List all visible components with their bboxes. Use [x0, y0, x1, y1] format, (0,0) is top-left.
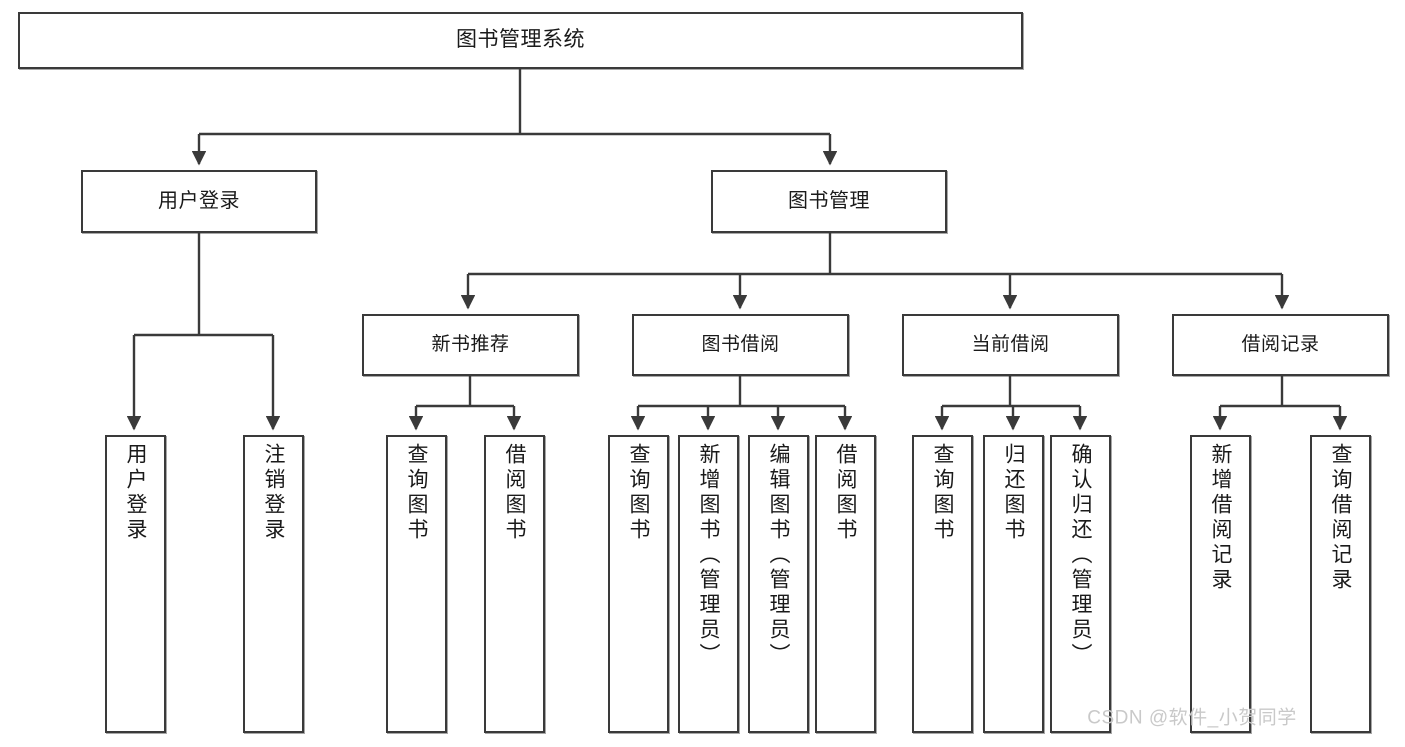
node-label: 用户登录: [124, 443, 147, 543]
node-root-system[interactable]: 图书管理系统: [18, 12, 1023, 69]
node-label: 编辑图书（管理员）: [767, 443, 790, 668]
node-label: 用户登录: [158, 189, 240, 212]
node-book-management[interactable]: 图书管理: [711, 170, 947, 233]
node-label: 图书管理: [788, 189, 870, 212]
leaf-return-book[interactable]: 归还图书: [983, 435, 1044, 733]
csdn-watermark: CSDN @软件_小贺同学: [1087, 707, 1297, 729]
node-label: 归还图书: [1002, 443, 1025, 543]
node-label: 查询图书: [627, 443, 650, 543]
node-label: 借阅图书: [834, 443, 857, 543]
node-current-borrow[interactable]: 当前借阅: [902, 314, 1119, 376]
node-label: 新书推荐: [431, 333, 510, 355]
node-label: 借阅记录: [1241, 333, 1320, 355]
node-user-login[interactable]: 用户登录: [81, 170, 317, 233]
node-book-borrow[interactable]: 图书借阅: [632, 314, 849, 376]
leaf-user-login[interactable]: 用户登录: [105, 435, 166, 733]
leaf-query-books-current[interactable]: 查询图书: [912, 435, 973, 733]
node-label: 图书管理系统: [456, 28, 585, 52]
node-borrow-records[interactable]: 借阅记录: [1172, 314, 1389, 376]
node-label: 注销登录: [262, 443, 285, 543]
leaf-borrow-books-new[interactable]: 借阅图书: [484, 435, 545, 733]
leaf-edit-book-admin[interactable]: 编辑图书（管理员）: [748, 435, 809, 733]
node-label: 查询借阅记录: [1329, 443, 1352, 593]
node-label: 图书借阅: [701, 333, 780, 355]
leaf-query-borrow-record[interactable]: 查询借阅记录: [1310, 435, 1371, 733]
leaf-borrow-book[interactable]: 借阅图书: [815, 435, 876, 733]
node-label: 新增借阅记录: [1209, 443, 1232, 593]
node-label: 查询图书: [931, 443, 954, 543]
leaf-query-books-borrow[interactable]: 查询图书: [608, 435, 669, 733]
leaf-add-borrow-record[interactable]: 新增借阅记录: [1190, 435, 1251, 733]
leaf-add-book-admin[interactable]: 新增图书（管理员）: [678, 435, 739, 733]
leaf-logout[interactable]: 注销登录: [243, 435, 304, 733]
node-label: 新增图书（管理员）: [697, 443, 720, 668]
node-label: 确认归还（管理员）: [1069, 443, 1092, 668]
leaf-confirm-return-admin[interactable]: 确认归还（管理员）: [1050, 435, 1111, 733]
node-label: 查询图书: [405, 443, 428, 543]
leaf-query-books-new[interactable]: 查询图书: [386, 435, 447, 733]
node-label: 借阅图书: [503, 443, 526, 543]
node-new-book-recommend[interactable]: 新书推荐: [362, 314, 579, 376]
node-label: 当前借阅: [971, 333, 1050, 355]
